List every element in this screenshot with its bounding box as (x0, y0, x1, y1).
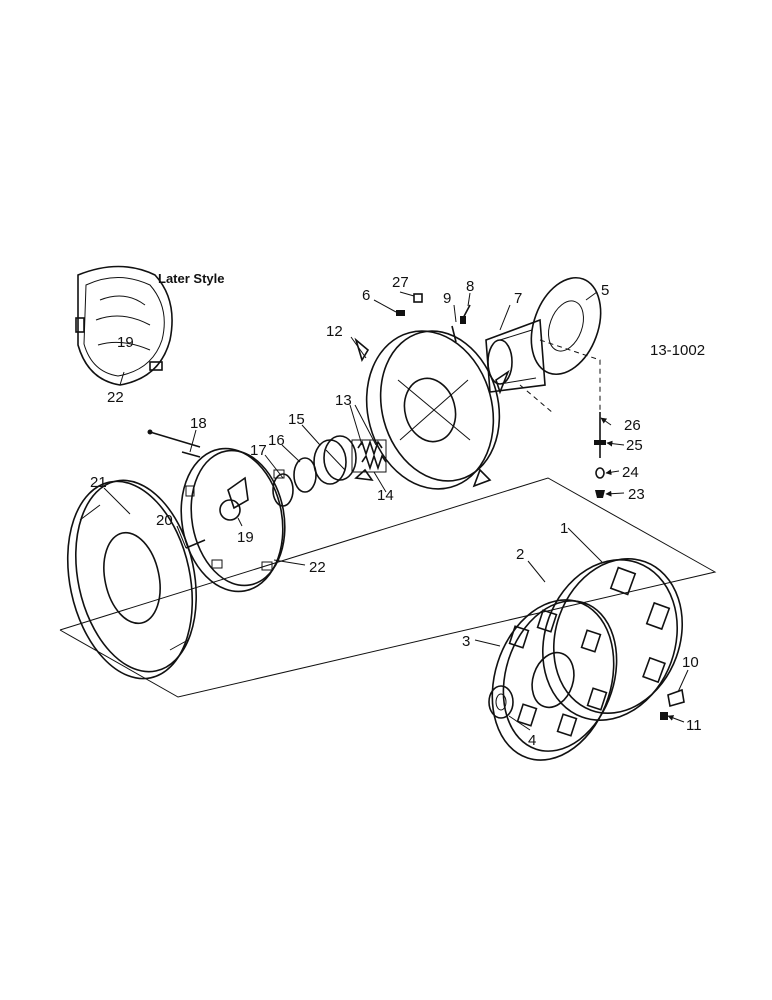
callout-10: 10 (682, 654, 699, 671)
callout-19-later: 19 (117, 334, 134, 351)
callout-18: 18 (190, 415, 207, 432)
callout-1: 1 (560, 520, 568, 537)
bolt-stack-part (594, 412, 606, 498)
drawing-number: 13-1002 (650, 342, 705, 359)
springs-part (351, 439, 387, 473)
release-bearing-parts (272, 435, 357, 507)
callout-14: 14 (377, 487, 394, 504)
callout-15: 15 (288, 411, 305, 428)
clutch-housing-part (354, 330, 510, 490)
callout-20: 20 (156, 512, 173, 529)
plate-5-part (530, 276, 602, 376)
callout-2: 2 (516, 546, 524, 563)
assembly-boundary-outline (59, 477, 717, 698)
callout-19: 19 (237, 529, 254, 546)
flywheel-part (66, 479, 198, 680)
pin-20-part (185, 539, 206, 549)
small-bolts-part (396, 293, 471, 343)
washer-part (488, 685, 514, 719)
callout-4: 4 (528, 732, 536, 749)
callout-12: 12 (326, 323, 343, 340)
callout-5: 5 (601, 282, 609, 299)
clutch-disc-part (491, 599, 618, 761)
callout-25: 25 (626, 437, 643, 454)
bolt-10-part (660, 688, 685, 720)
callout-7: 7 (514, 290, 522, 307)
callout-27: 27 (392, 274, 409, 291)
alignment-lines (519, 339, 601, 414)
callout-16: 16 (268, 432, 285, 449)
callout-26: 26 (624, 417, 641, 434)
later-style-cover-part (75, 265, 173, 386)
callout-11: 11 (686, 717, 702, 734)
callout-17: 17 (250, 442, 267, 459)
callout-22-later: 22 (107, 389, 124, 406)
callout-23: 23 (628, 486, 645, 503)
callout-9: 9 (443, 290, 451, 307)
shaft-part (485, 318, 546, 393)
callout-6: 6 (362, 287, 370, 304)
callout-3: 3 (462, 633, 470, 650)
pressure-plate-cover-part (180, 447, 286, 593)
callout-24: 24 (622, 464, 639, 481)
leader-lines (103, 291, 689, 731)
later-style-note: Later Style (158, 271, 224, 286)
callout-21: 21 (90, 474, 107, 491)
callout-8: 8 (466, 278, 474, 295)
pressure-plate-1-part (541, 557, 684, 721)
callout-13: 13 (335, 392, 352, 409)
callout-22: 22 (309, 559, 326, 576)
